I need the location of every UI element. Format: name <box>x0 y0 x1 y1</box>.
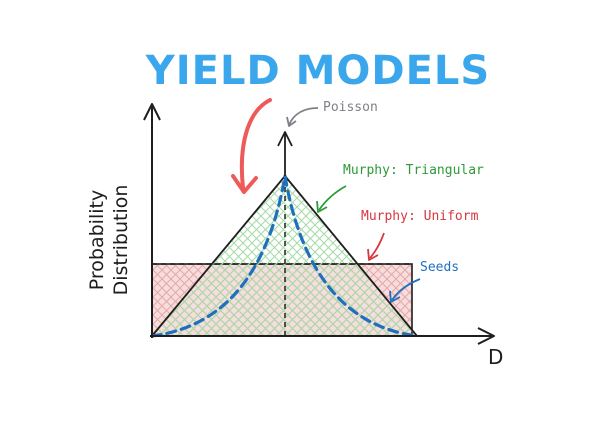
curved-arrow-icon <box>231 98 272 194</box>
page-title: YIELD MODELS <box>145 48 490 94</box>
triangular-pointer-arrow-icon <box>316 185 347 213</box>
poisson-pointer-arrow-icon <box>286 107 319 127</box>
y-axis-label-line2: Distribution <box>110 185 132 296</box>
uniform-pointer-arrow-icon <box>367 232 385 261</box>
seeds-label: Seeds <box>420 260 459 275</box>
triangular-label: Murphy: Triangular <box>343 163 484 178</box>
x-axis-label: D <box>488 345 503 369</box>
y-axis-label-line1: Probability <box>86 190 108 290</box>
seeds-pointer-arrow-icon <box>389 278 421 303</box>
uniform-label: Murphy: Uniform <box>361 209 479 224</box>
x-axis <box>150 327 495 345</box>
poisson-label: Poisson <box>323 100 378 115</box>
poisson-arrow <box>277 131 293 176</box>
y-axis-label: Probability Distribution <box>86 185 132 296</box>
y-axis <box>143 103 161 338</box>
